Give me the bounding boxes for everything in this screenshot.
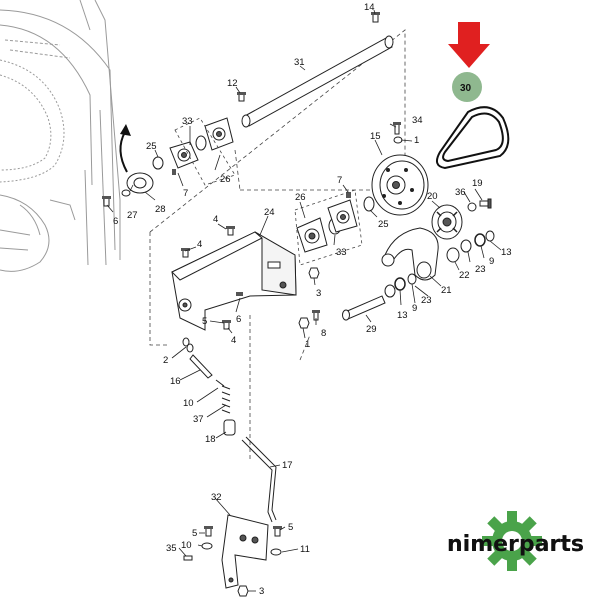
label-26-middle: 26 [295,192,306,203]
bracket-24 [171,231,297,331]
label-13-left: 13 [397,310,408,321]
label-2: 2 [163,355,168,366]
label-23-left: 23 [421,295,432,306]
bolt-36-19 [467,198,492,212]
label-10-low: 10 [181,540,192,551]
bolt-12 [237,92,246,102]
label-22: 22 [459,270,470,281]
bolt-4-a [226,226,235,236]
bolt-4-b [181,248,190,258]
label-6-mid: 6 [236,314,241,325]
label-5-low-left: 5 [192,528,197,539]
label-1-upper: 1 [414,135,419,146]
spacer-18 [223,419,236,436]
pulley-20 [431,204,463,240]
bolt-4-c [222,320,231,330]
nut-11 [270,548,282,556]
label-16: 16 [170,376,181,387]
label-28: 28 [155,204,166,215]
label-29: 29 [366,324,377,335]
label-25-upper: 25 [146,141,157,152]
housing-outline [0,0,121,272]
label-10-mid: 10 [183,398,194,409]
label-9-right: 9 [489,256,494,267]
brand-name-overlay: nimerparts [447,532,584,557]
rod-17 [241,436,277,523]
bearing-flange-middle [294,189,375,266]
bolt-14 [371,12,380,23]
label-17: 17 [282,460,293,471]
spacer-22 [446,247,460,263]
label-31: 31 [294,57,305,68]
pulley-15 [371,154,429,216]
bolt-5-a [204,526,213,537]
label-9-left: 9 [412,303,417,314]
nut-3-b [237,585,249,597]
pin-16 [182,337,213,379]
washer-1-top [393,136,403,144]
label-5-mid: 5 [202,316,207,327]
label-33-middle: 33 [336,247,347,258]
highlight-badge-label: 30 [460,83,472,94]
label-12: 12 [227,78,238,89]
ring-set-right [460,230,495,253]
label-4-left: 4 [197,239,202,250]
label-11: 11 [300,544,310,555]
bolt-5-b [273,526,282,537]
highlight-arrow-icon [448,22,490,68]
label-23-right: 23 [475,264,486,275]
label-35: 35 [166,543,177,554]
idler-arm-21 [381,227,439,281]
label-18: 18 [205,434,216,445]
nut-3-a [308,267,320,279]
label-1-mid: 1 [305,339,310,350]
shaft-31 [241,35,394,128]
highlight-badge: 30 [452,72,482,102]
label-25-middle: 25 [378,219,389,230]
label-34: 34 [412,115,423,126]
pivot-pin-29 [342,295,386,321]
label-4-low: 4 [231,335,236,346]
bolt-35 [183,555,193,561]
label-19: 19 [472,178,483,189]
label-21: 21 [441,285,452,296]
label-20: 20 [427,191,438,202]
leader-lines [106,9,502,592]
label-13-right: 13 [501,247,512,258]
label-26-upper: 26 [220,174,231,185]
label-37: 37 [193,414,204,425]
label-15: 15 [370,131,381,142]
curved-arrow-icon [119,124,131,173]
part-labels: 14 31 12 33 25 27 26 7 28 6 34 1 15 7 26… [113,2,512,597]
label-27: 27 [127,210,138,221]
label-3-mid: 3 [316,288,321,299]
label-8: 8 [321,328,326,339]
label-6-upper: 6 [113,216,118,227]
label-32: 32 [211,492,222,503]
bolt-6-left [102,196,111,207]
label-7-middle: 7 [337,175,342,186]
label-36: 36 [455,187,466,198]
label-7-upper: 7 [183,188,188,199]
brand-logo: nimerparts nimerparts [447,511,584,571]
assembly-guide-lines [149,29,406,460]
label-24: 24 [264,207,275,218]
label-3-low: 3 [259,586,264,597]
housing-pulley [121,172,154,197]
gear-icon [482,511,542,571]
bolt-34 [393,122,401,135]
label-4-top: 4 [213,214,218,225]
spring-37 [215,379,231,414]
label-33-upper: 33 [182,116,193,127]
label-5-low-right: 5 [288,522,293,533]
washer-10-b [201,542,213,550]
belt-30 [435,106,510,170]
bearing-flange-upper [152,117,236,186]
nut-1-b [298,317,310,329]
label-14: 14 [364,2,375,13]
bracket-32 [221,514,269,589]
